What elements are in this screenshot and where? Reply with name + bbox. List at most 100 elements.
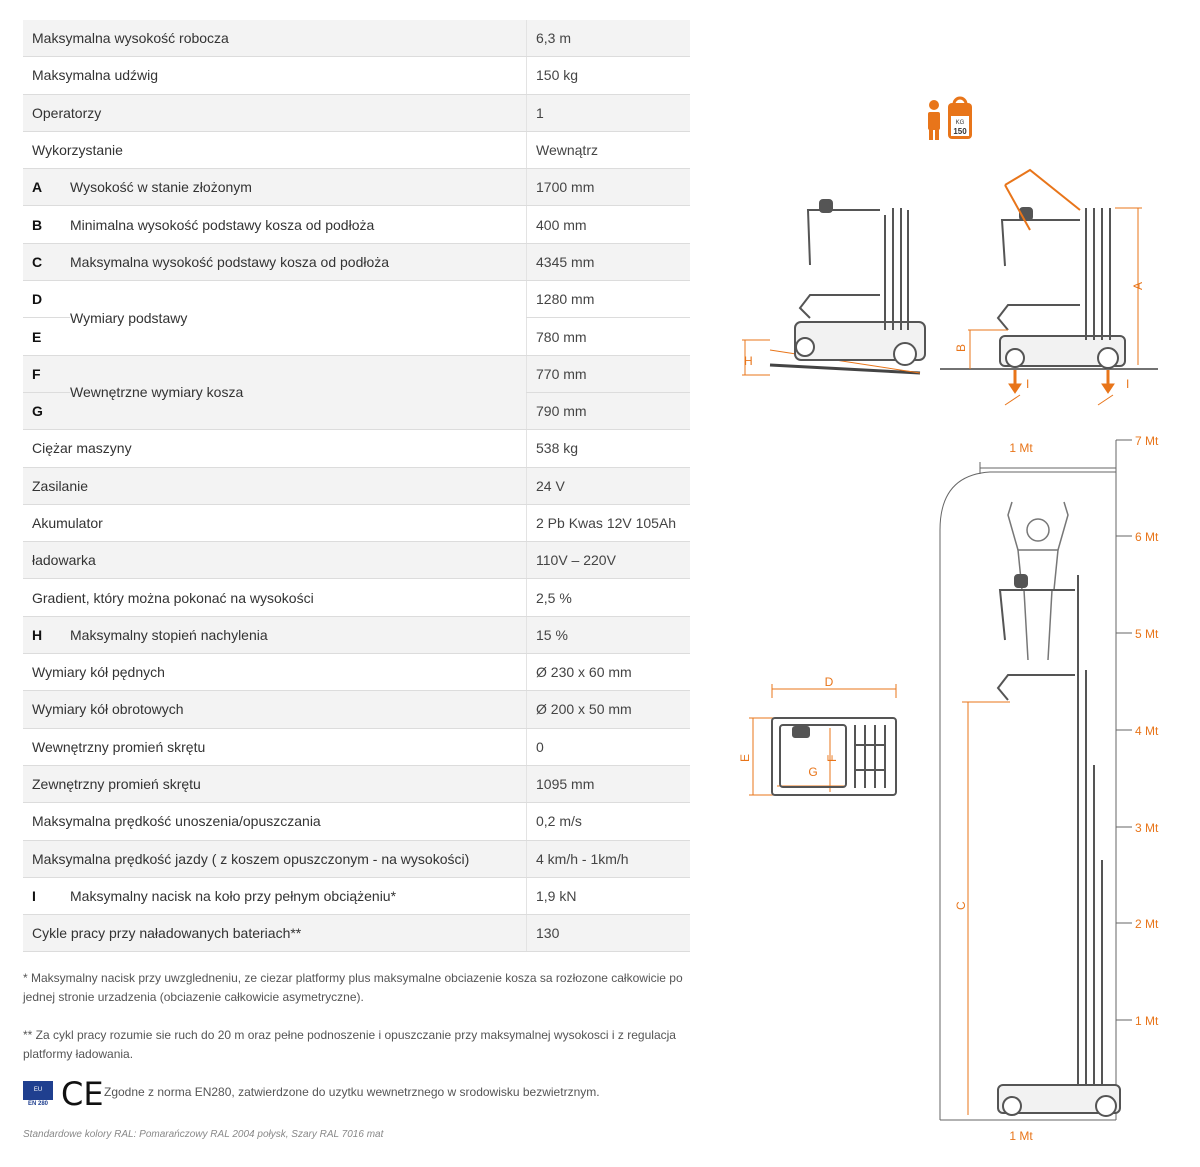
spec-label: ładowarka <box>23 541 527 580</box>
spec-row: Maksymalna prędkość jazdy ( z koszem opu… <box>23 840 690 878</box>
dim-label-a: A <box>1131 282 1145 290</box>
certification-text: Zgodne z norma EN280, zatwierdzone do uz… <box>104 1085 600 1099</box>
weight-value-label: 150 <box>953 127 967 136</box>
spec-label: Ciężar maszyny <box>23 429 527 468</box>
mast-and-basket <box>996 574 1121 1117</box>
spec-label: Cykle pracy przy naładowanych bateriach*… <box>23 914 527 953</box>
en280-badge: EU EN 280 <box>23 1081 53 1108</box>
spec-label: Wykorzystanie <box>23 131 527 170</box>
spec-value: 4345 mm <box>526 243 690 282</box>
spec-row: E 780 mm <box>23 317 690 356</box>
certification-row: EU EN 280 CE Zgodne z norma EN280, zatwi… <box>23 1075 693 1113</box>
spec-value: 2,5 % <box>526 578 690 617</box>
height-mark-7: 7 Mt <box>1135 434 1159 448</box>
scale-bottom-label: 1 Mt <box>1009 1129 1033 1143</box>
standard-colors-text: Standardowe kolory RAL: Pomarańczowy RAL… <box>23 1129 384 1140</box>
spec-label: Gradient, który można pokonać na wysokoś… <box>23 578 527 617</box>
weight-icon: KG 150 <box>948 96 972 139</box>
dim-label-i: I <box>1026 377 1029 391</box>
spec-value: 780 mm <box>526 317 690 356</box>
spec-label: Wysokość w stanie złożonym <box>70 168 527 207</box>
footnote-cycle: ** Za cykl pracy rozumie sie ruch do 20 … <box>23 1028 676 1061</box>
spec-letter: D <box>23 280 70 319</box>
envelope-outline <box>939 471 1116 1120</box>
spec-label: Wymiary kół pędnych <box>23 653 527 692</box>
spec-label: Wymiary kół obrotowych <box>23 690 527 729</box>
weight-kg-label: KG <box>956 120 965 126</box>
en280-label: EN 280 <box>23 1100 53 1108</box>
eu-label: EU <box>33 1087 43 1093</box>
scale-axis <box>940 439 1132 1121</box>
dim-label-e: E <box>738 754 752 762</box>
height-mark-6: 6 Mt <box>1135 530 1159 544</box>
machine-side-views: KG 150 H <box>742 96 1158 406</box>
spec-value: 1095 mm <box>526 765 690 804</box>
dim-label-i: I <box>1126 377 1129 391</box>
spec-label: Wewnętrzny promień skrętu <box>23 728 527 766</box>
dim-b <box>968 329 1008 369</box>
spec-value: 770 mm <box>526 355 690 393</box>
machine-top-view: D E G F <box>738 675 897 796</box>
spec-value: 1280 mm <box>526 280 690 319</box>
footnote-load: * Maksymalny nacisk przy uwzgledneniu, z… <box>23 971 683 1004</box>
spec-label: Maksymalna wysokość podstawy kosza od po… <box>70 243 527 282</box>
spec-label: Zasilanie <box>23 467 527 505</box>
dim-label-g: G <box>808 765 817 779</box>
spec-value: 24 V <box>526 467 690 505</box>
dim-label-b: B <box>954 344 968 352</box>
spec-letter: H <box>23 616 70 655</box>
wheel-load-arrows <box>1004 370 1115 406</box>
spec-letter: C <box>23 243 70 282</box>
dim-label-c: C <box>954 901 968 910</box>
spec-value: 15 % <box>526 616 690 655</box>
spec-label: Wymiary podstawy <box>70 280 527 356</box>
spec-letter: G <box>23 392 70 431</box>
dim-c <box>962 701 1010 1115</box>
spec-label: Maksymalny stopień nachylenia <box>70 616 527 655</box>
spec-label: Minimalna wysokość podstawy kosza od pod… <box>70 205 527 244</box>
height-mark-5: 5 Mt <box>1135 627 1159 641</box>
spec-value: 1700 mm <box>526 168 690 207</box>
dim-a <box>1115 207 1142 365</box>
spec-value: 150 kg <box>526 56 690 95</box>
spec-value: 130 <box>526 914 690 953</box>
ce-mark-icon: CE <box>61 1075 104 1113</box>
spec-row: Gradient, który można pokonać na wysokoś… <box>23 578 690 617</box>
spec-value: Ø 230 x 60 mm <box>526 653 690 692</box>
spec-label: Maksymalna wysokość robocza <box>23 20 527 58</box>
spec-value: Ø 200 x 50 mm <box>526 690 690 729</box>
spec-label: Zewnętrzny promień skrętu <box>23 765 527 804</box>
spec-letter: B <box>23 205 70 244</box>
spec-letter: I <box>23 877 70 916</box>
spec-value: 0,2 m/s <box>526 802 690 841</box>
spec-label: Maksymalna prędkość jazdy ( z koszem opu… <box>23 840 527 878</box>
spec-label: Operatorzy <box>23 94 527 132</box>
spec-value: 1,9 kN <box>526 877 690 916</box>
spec-value: 110V – 220V <box>526 541 690 580</box>
spec-label: Maksymalna prędkość unoszenia/opuszczani… <box>23 802 527 841</box>
scale-top-label: 1 Mt <box>1009 441 1033 455</box>
spec-label: Maksymalna udźwig <box>23 56 527 95</box>
spec-value: Wewnątrz <box>526 131 690 170</box>
spec-label: Akumulator <box>23 504 527 543</box>
spec-letter: E <box>23 317 70 356</box>
spec-value: 2 Pb Kwas 12V 105Ah <box>526 504 690 543</box>
height-mark-2: 2 Mt <box>1135 917 1159 931</box>
operator-icon <box>928 100 940 140</box>
